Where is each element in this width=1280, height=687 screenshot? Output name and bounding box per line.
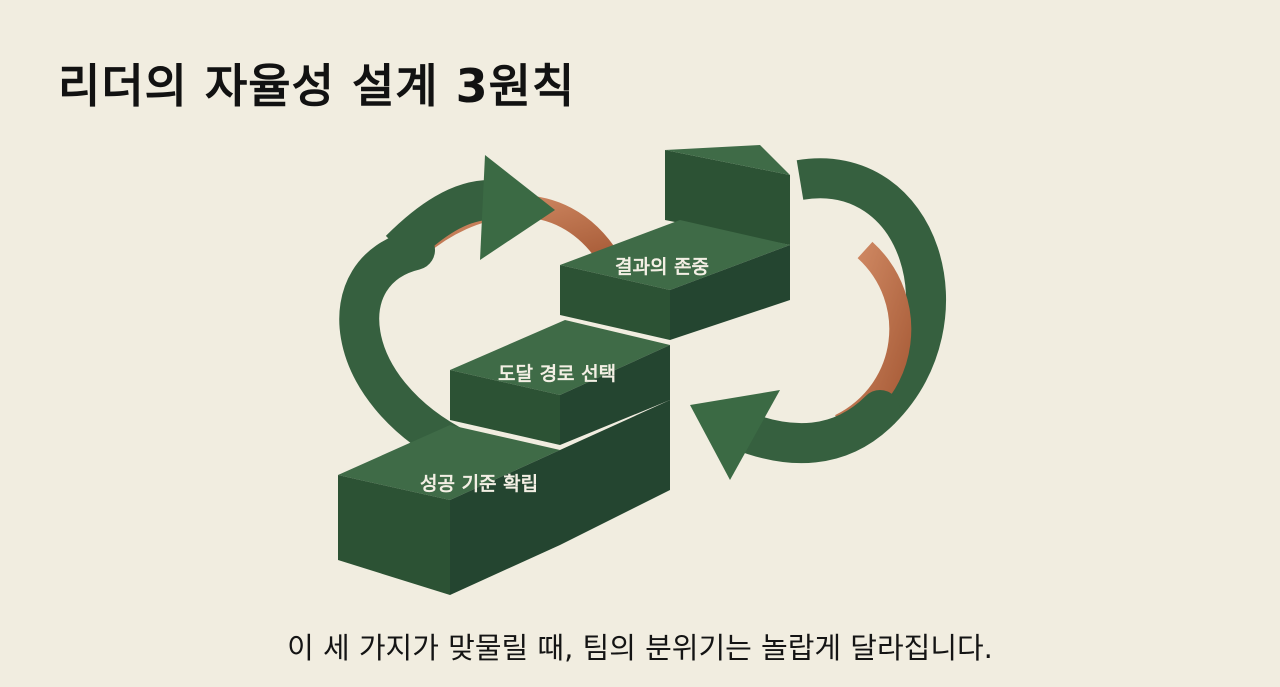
- step-3-label: 결과의 존중: [615, 256, 709, 278]
- step-3-top: [560, 220, 790, 290]
- loop-arrow-right-icon: [690, 158, 946, 480]
- staircase-svg: 성공 기준 확립 도달 경로 선택 결과의 존중: [338, 145, 946, 595]
- step-2-label: 도달 경로 선택: [498, 363, 616, 385]
- step-1-label: 성공 기준 확립: [420, 472, 538, 495]
- step-2-top: [450, 320, 670, 395]
- staircase-illustration: 성공 기준 확립 도달 경로 선택 결과의 존중: [320, 140, 960, 610]
- loop-arrow-left-icon: [339, 155, 620, 470]
- page-title: 리더의 자율성 설계 3원칙: [58, 59, 576, 113]
- step-1-top: [338, 425, 560, 500]
- caption: 이 세 가지가 맞물릴 때, 팀의 분위기는 놀랍게 달라집니다.: [287, 631, 993, 665]
- staircase: [338, 145, 790, 595]
